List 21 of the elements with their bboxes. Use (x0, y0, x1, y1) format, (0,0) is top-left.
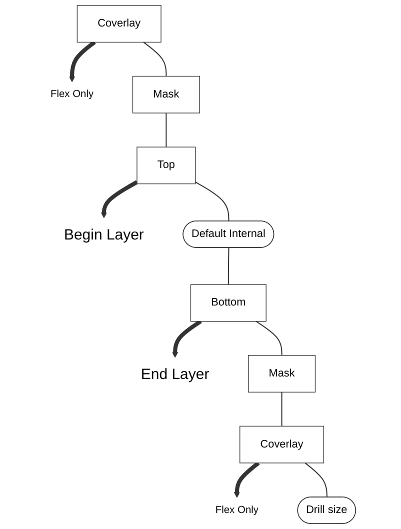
connector (228, 248, 230, 285)
arrow (69, 40, 96, 82)
arrow (234, 461, 260, 498)
connector (166, 113, 167, 148)
node-box: Top (136, 146, 196, 184)
node-box: Bottom (190, 284, 266, 322)
node-text: Flex Only (215, 504, 258, 516)
node-text: Begin Layer (64, 226, 144, 243)
connector (304, 462, 328, 498)
node-box: Mask (132, 76, 200, 114)
node-box: Mask (248, 355, 316, 392)
node-text: End Layer (140, 365, 210, 382)
connector (143, 42, 167, 76)
arrow (172, 320, 202, 358)
node-box: Coverlay (240, 426, 324, 464)
connector (195, 182, 230, 222)
node-box: Coverlay (76, 5, 162, 43)
node-text: Flex Only (50, 88, 94, 100)
connector (281, 392, 282, 426)
connector (256, 320, 282, 356)
arrow (100, 180, 138, 218)
